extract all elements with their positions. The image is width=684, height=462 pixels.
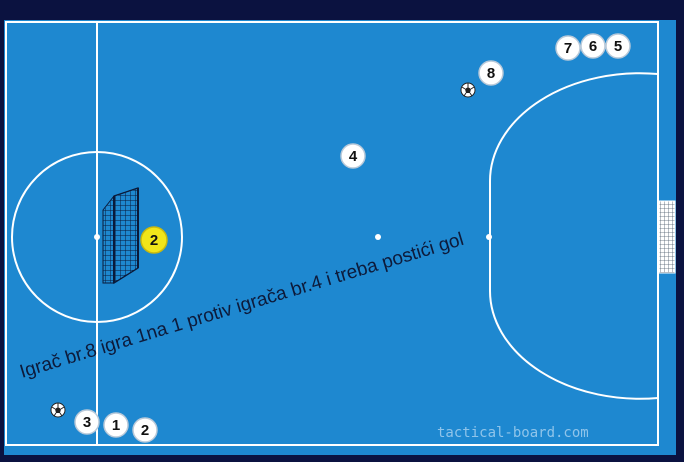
player-token-2-highlighted[interactable]: 2 bbox=[140, 226, 168, 254]
player-number: 2 bbox=[150, 232, 158, 249]
center-spot bbox=[94, 234, 100, 240]
soccer-ball-icon[interactable] bbox=[50, 402, 66, 418]
player-number: 8 bbox=[487, 65, 495, 82]
goal-net-top bbox=[113, 187, 139, 285]
player-number: 4 bbox=[349, 148, 358, 165]
player-token-8[interactable]: 8 bbox=[478, 60, 504, 86]
player-token-6[interactable]: 6 bbox=[580, 33, 606, 59]
player-number: 2 bbox=[141, 422, 149, 439]
player-token-1[interactable]: 1 bbox=[103, 412, 129, 438]
touchline-boundary bbox=[5, 21, 659, 446]
player-number: 1 bbox=[112, 417, 120, 434]
player-token-4[interactable]: 4 bbox=[340, 143, 366, 169]
player-number: 6 bbox=[589, 38, 597, 55]
player-token-5[interactable]: 5 bbox=[605, 33, 631, 59]
player-number: 5 bbox=[614, 38, 622, 55]
player-number: 7 bbox=[564, 40, 572, 57]
watermark-text: tactical-board.com bbox=[437, 425, 589, 441]
soccer-ball-icon[interactable] bbox=[460, 82, 476, 98]
portable-goal bbox=[102, 187, 139, 285]
marker-spot bbox=[375, 234, 381, 240]
player-token-7[interactable]: 7 bbox=[555, 35, 581, 61]
center-circle bbox=[11, 151, 183, 323]
player-token-3[interactable]: 3 bbox=[74, 409, 100, 435]
player-number: 3 bbox=[83, 414, 91, 431]
player-token-2[interactable]: 2 bbox=[132, 417, 158, 443]
penalty-spot bbox=[486, 234, 492, 240]
right-goal-net bbox=[658, 200, 676, 274]
